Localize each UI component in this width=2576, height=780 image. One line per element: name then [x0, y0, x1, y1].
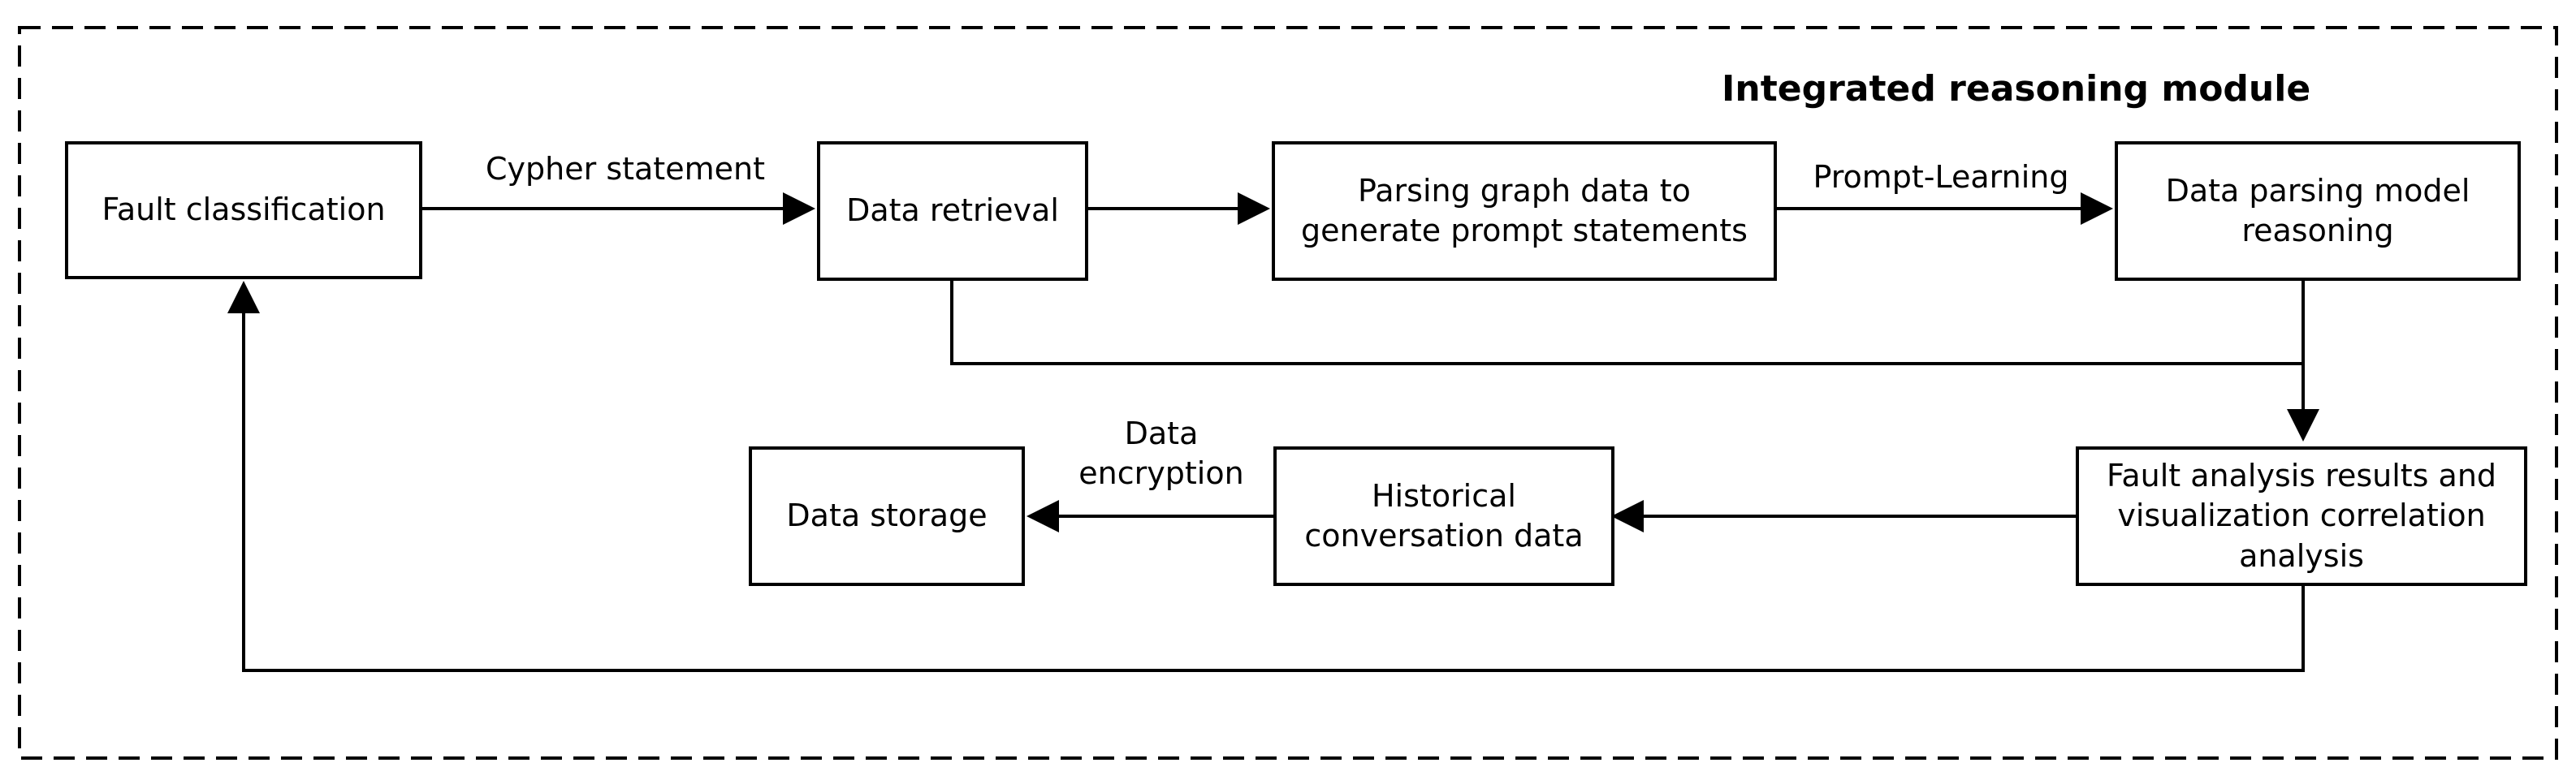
module-title: Integrated reasoning module [1722, 68, 2311, 110]
node-parsing-graph-data: Parsing graph data to generate prompt st… [1272, 141, 1777, 281]
edge-label-data-encryption: Data encryption [1078, 416, 1244, 492]
edge-fault-analysis-to-fault-classification [227, 281, 2305, 672]
edge-label-cypher-statement: Cypher statement [486, 151, 765, 187]
edge-label-prompt-learning: Prompt-Learning [1813, 159, 2069, 195]
node-historical-conversation-data: Historical conversation data [1273, 446, 1614, 586]
module-frame [18, 26, 2558, 760]
node-data-storage: Data storage [749, 446, 1025, 586]
node-fault-classification: Fault classification [65, 141, 422, 279]
node-data-parsing-model-reasoning: Data parsing model reasoning [2115, 141, 2521, 281]
node-data-retrieval: Data retrieval [817, 141, 1088, 281]
node-fault-analysis-results: Fault analysis results and visualization… [2076, 446, 2527, 586]
edge-data-retrieval-to-merge [950, 281, 2303, 365]
